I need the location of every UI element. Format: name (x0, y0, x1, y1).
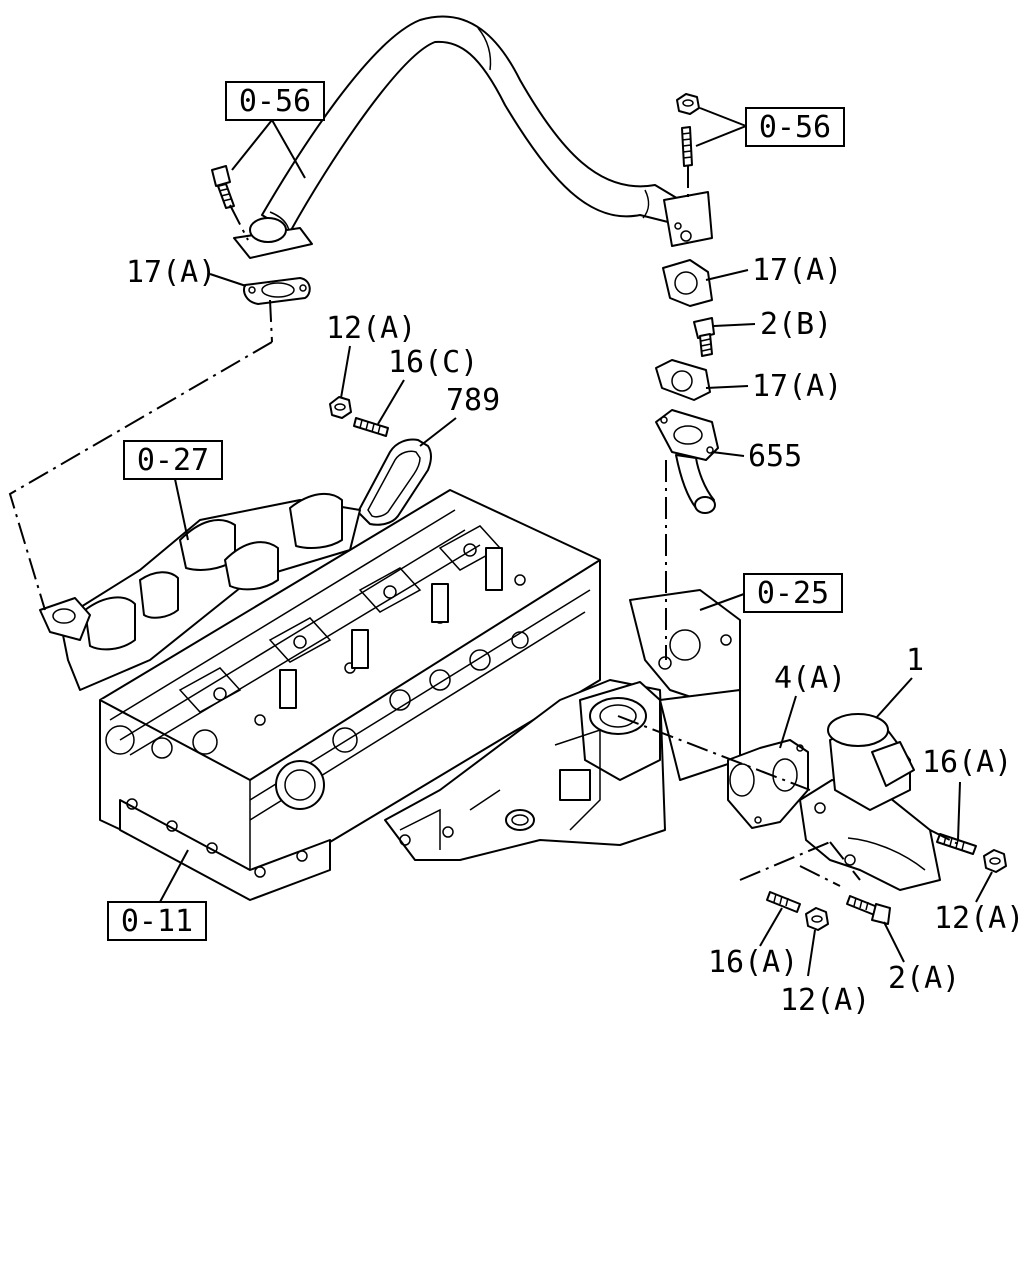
nut-stud-upper-right (676, 93, 700, 167)
leader-0-11 (159, 849, 189, 903)
dash-fastener-right (929, 829, 961, 846)
label-17a-left: 17(A) (126, 255, 216, 290)
ref-0-56-right-text: 0-56 (759, 110, 831, 145)
label-16a-right: 16(A) (922, 745, 1012, 780)
ref-0-25-text: 0-25 (757, 576, 829, 611)
leader-16c (377, 379, 405, 425)
nut-12a-top (329, 396, 352, 419)
label-16c: 16(C) (388, 345, 478, 380)
nut-12a-bottom (805, 907, 829, 931)
dash-diagonal-left (8, 341, 273, 611)
ref-box-0-11[interactable]: 0-11 (107, 901, 207, 941)
leader-12a-right (975, 871, 993, 903)
ref-0-56-left-text: 0-56 (239, 84, 311, 119)
dash-thermostat (617, 715, 811, 791)
dash-pipe-bolt (229, 204, 249, 241)
leader-0-27 (174, 478, 189, 541)
label-17a-right-2: 17(A) (752, 369, 842, 404)
label-12a-right: 12(A) (934, 901, 1024, 936)
ref-box-0-25[interactable]: 0-25 (743, 573, 843, 613)
label-655: 655 (748, 439, 802, 474)
label-17a-right-1: 17(A) (752, 253, 842, 288)
label-2b: 2(B) (760, 307, 832, 342)
gasket-789 (357, 438, 432, 526)
leader-789 (419, 417, 457, 447)
egr-pipe (233, 15, 713, 259)
label-12a-bottom: 12(A) (780, 983, 870, 1018)
leader-0-56-left (231, 119, 306, 179)
gasket-right-lower (655, 359, 711, 401)
leader-655 (711, 451, 745, 457)
gasket-right-upper (662, 259, 713, 307)
leader-1 (875, 677, 913, 719)
leader-17a-right-1 (705, 269, 749, 281)
thermostat-housing-1 (799, 713, 941, 891)
dash-fastener-lower (739, 841, 861, 887)
leader-17a-right-2 (705, 385, 749, 389)
leader-12a-top (340, 345, 351, 399)
leader-4a (779, 695, 797, 749)
ref-box-0-27[interactable]: 0-27 (123, 440, 223, 480)
leader-16a-right (957, 781, 961, 841)
label-789: 789 (446, 383, 500, 418)
cylinder-head (99, 489, 601, 901)
bolt-upper-left (211, 165, 235, 209)
leader-16a-bottom (759, 907, 783, 947)
leader-0-25 (699, 593, 745, 611)
leader-12a-bottom (807, 929, 816, 977)
ref-0-11-text: 0-11 (121, 904, 193, 939)
label-4a: 4(A) (774, 661, 846, 696)
leader-2a (883, 921, 905, 963)
ref-0-27-text: 0-27 (137, 443, 209, 478)
gasket-left (243, 277, 311, 305)
label-12a-top: 12(A) (326, 311, 416, 346)
ref-box-0-56-left[interactable]: 0-56 (225, 81, 325, 121)
stud-16a-bottom (766, 891, 801, 913)
stud-16c (353, 417, 389, 437)
leader-2b (713, 323, 756, 327)
label-16a-bottom: 16(A) (708, 945, 798, 980)
leader-0-56-right (695, 107, 747, 147)
label-1: 1 (906, 643, 924, 678)
leader-17a-left (209, 273, 247, 287)
ref-box-0-56-right[interactable]: 0-56 (745, 107, 845, 147)
label-2a: 2(A) (888, 961, 960, 996)
bolt-2b (693, 317, 715, 357)
exhaust-manifold (39, 492, 361, 691)
dash-left-gasket-to-manifold (269, 299, 273, 343)
water-outlet-655 (655, 409, 719, 514)
nut-12a-right (983, 849, 1007, 873)
bolt-2a (846, 895, 891, 925)
